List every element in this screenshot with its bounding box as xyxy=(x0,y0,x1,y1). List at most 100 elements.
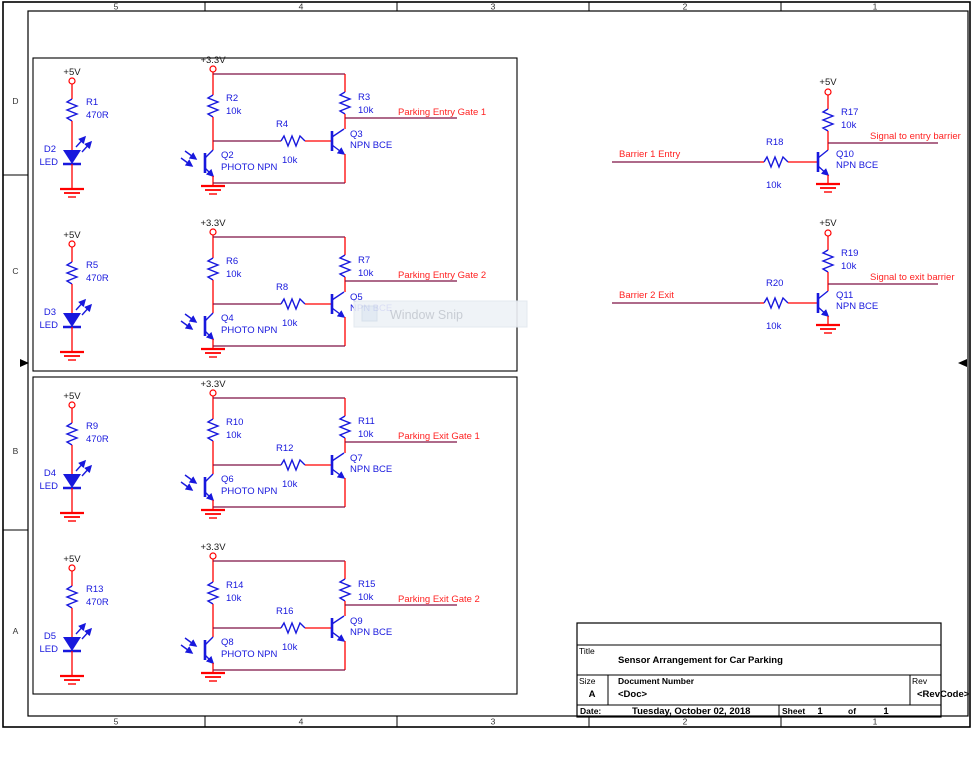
net-label[interactable]: Signal to exit barrier xyxy=(870,272,954,283)
resistor-value[interactable]: 10k xyxy=(358,592,374,603)
transistor-emitter[interactable] xyxy=(817,306,830,318)
ground-symbol[interactable] xyxy=(816,323,840,334)
phototransistor-collector[interactable] xyxy=(204,636,214,646)
resistor-ref[interactable]: R11 xyxy=(358,416,375,427)
resistor-ref[interactable]: R9 xyxy=(86,421,98,432)
phototransistor-ref[interactable]: Q6 xyxy=(221,474,234,485)
power-pin-icon[interactable] xyxy=(68,401,76,409)
led-value[interactable]: LED xyxy=(40,644,59,655)
net-label[interactable]: Barrier 1 Entry xyxy=(619,149,680,160)
sheet-number[interactable]: 1 xyxy=(817,706,823,717)
led-symbol[interactable] xyxy=(63,474,81,488)
resistor-value[interactable]: 10k xyxy=(282,479,298,490)
power-pin-icon[interactable] xyxy=(68,240,76,248)
net-label[interactable]: Parking Entry Gate 1 xyxy=(398,107,486,118)
led-symbol[interactable] xyxy=(63,150,81,164)
resistor-ref[interactable]: R20 xyxy=(766,278,783,289)
phototransistor-collector[interactable] xyxy=(204,312,214,322)
resistor-value[interactable]: 10k xyxy=(282,318,298,329)
net-label[interactable]: Parking Exit Gate 2 xyxy=(398,594,480,605)
transistor-emitter[interactable] xyxy=(331,144,346,155)
phototransistor-collector[interactable] xyxy=(204,473,214,483)
transistor-ref[interactable]: Q10 xyxy=(836,149,854,160)
exit-sensors-box[interactable] xyxy=(32,376,518,695)
resistor-symbol[interactable] xyxy=(338,254,352,278)
phototransistor-emitter[interactable] xyxy=(204,654,215,665)
transistor-emitter[interactable] xyxy=(331,468,346,479)
transistor-ref[interactable]: Q5 xyxy=(350,292,363,303)
sensor-block[interactable]: +5V R5 470R D3 LED +3.3V R6 10k R8 10k xyxy=(40,218,487,361)
resistor-value[interactable]: 470R xyxy=(86,110,109,121)
phototransistor-emitter[interactable] xyxy=(204,167,215,178)
ground-symbol[interactable] xyxy=(201,671,225,682)
power-net-label[interactable]: +3.3V xyxy=(200,542,226,553)
resistor-value[interactable]: 10k xyxy=(841,120,857,131)
led-symbol[interactable] xyxy=(63,637,81,651)
transistor-collector[interactable] xyxy=(331,615,345,625)
barrier-circuit[interactable]: Barrier 1 Entry R18 10k Q10 NPN BCE +5V … xyxy=(612,77,961,193)
power-net-label[interactable]: +5V xyxy=(819,77,837,88)
sensor-block[interactable]: +5V R1 470R D2 LED +3.3V R2 10k R4 10k xyxy=(40,55,487,198)
power-net-label[interactable]: +3.3V xyxy=(200,218,226,229)
power-pin-icon[interactable] xyxy=(68,564,76,572)
sheet-total[interactable]: 1 xyxy=(883,706,889,717)
led-value[interactable]: LED xyxy=(40,481,59,492)
resistor-value[interactable]: 10k xyxy=(226,269,242,280)
resistor-ref[interactable]: R19 xyxy=(841,248,858,259)
resistor-value[interactable]: 470R xyxy=(86,597,109,608)
resistor-symbol[interactable] xyxy=(763,296,789,310)
phototransistor-emitter[interactable] xyxy=(204,491,215,502)
ground-symbol[interactable] xyxy=(60,187,84,198)
resistor-ref[interactable]: R14 xyxy=(226,580,243,591)
transistor-ref[interactable]: Q3 xyxy=(350,129,363,140)
transistor-value[interactable]: NPN BCE xyxy=(350,627,392,638)
power-net-label[interactable]: +5V xyxy=(63,554,81,565)
power-pin-icon[interactable] xyxy=(209,389,217,397)
ground-symbol[interactable] xyxy=(816,182,840,193)
ground-symbol[interactable] xyxy=(201,347,225,358)
resistor-symbol[interactable] xyxy=(206,94,220,118)
ground-symbol[interactable] xyxy=(60,511,84,522)
resistor-value[interactable]: 10k xyxy=(358,268,374,279)
led-value[interactable]: LED xyxy=(40,157,59,168)
phototransistor-ref[interactable]: Q8 xyxy=(221,637,234,648)
size-value[interactable]: A xyxy=(589,689,596,700)
transistor-value[interactable]: NPN BCE xyxy=(836,301,878,312)
phototransistor-emitter[interactable] xyxy=(204,330,215,341)
transistor-value[interactable]: NPN BCE xyxy=(836,160,878,171)
led-ref[interactable]: D4 xyxy=(44,468,56,479)
resistor-symbol[interactable] xyxy=(821,108,835,132)
resistor-symbol[interactable] xyxy=(206,418,220,442)
resistor-symbol[interactable] xyxy=(338,415,352,439)
resistor-ref[interactable]: R7 xyxy=(358,255,370,266)
phototransistor-ref[interactable]: Q4 xyxy=(221,313,234,324)
resistor-symbol[interactable] xyxy=(763,155,789,169)
power-pin-icon[interactable] xyxy=(209,228,217,236)
transistor-collector[interactable] xyxy=(817,290,829,300)
phototransistor-value[interactable]: PHOTO NPN xyxy=(221,162,277,173)
led-value[interactable]: LED xyxy=(40,320,59,331)
transistor-collector[interactable] xyxy=(817,149,829,159)
resistor-value[interactable]: 10k xyxy=(841,261,857,272)
net-label[interactable]: Parking Exit Gate 1 xyxy=(398,431,480,442)
transistor-ref[interactable]: Q9 xyxy=(350,616,363,627)
transistor-value[interactable]: NPN BCE xyxy=(350,140,392,151)
resistor-value[interactable]: 10k xyxy=(358,429,374,440)
transistor-emitter[interactable] xyxy=(331,307,346,318)
resistor-symbol[interactable] xyxy=(65,422,79,446)
transistor-emitter[interactable] xyxy=(817,165,830,177)
sheet-title[interactable]: Sensor Arrangement for Car Parking xyxy=(618,655,783,666)
resistor-symbol[interactable] xyxy=(206,581,220,605)
resistor-ref[interactable]: R8 xyxy=(276,282,288,293)
phototransistor-value[interactable]: PHOTO NPN xyxy=(221,486,277,497)
resistor-ref[interactable]: R13 xyxy=(86,584,103,595)
power-pin-icon[interactable] xyxy=(68,77,76,85)
resistor-value[interactable]: 10k xyxy=(766,180,782,191)
resistor-ref[interactable]: R5 xyxy=(86,260,98,271)
doc-number-value[interactable]: <Doc> xyxy=(618,689,647,700)
entry-sensors-box[interactable] xyxy=(32,57,518,372)
sensor-block[interactable]: +5V R13 470R D5 LED +3.3V R14 10k R16 10… xyxy=(40,542,480,685)
transistor-ref[interactable]: Q7 xyxy=(350,453,363,464)
date-value[interactable]: Tuesday, October 02, 2018 xyxy=(632,706,750,717)
led-ref[interactable]: D5 xyxy=(44,631,56,642)
